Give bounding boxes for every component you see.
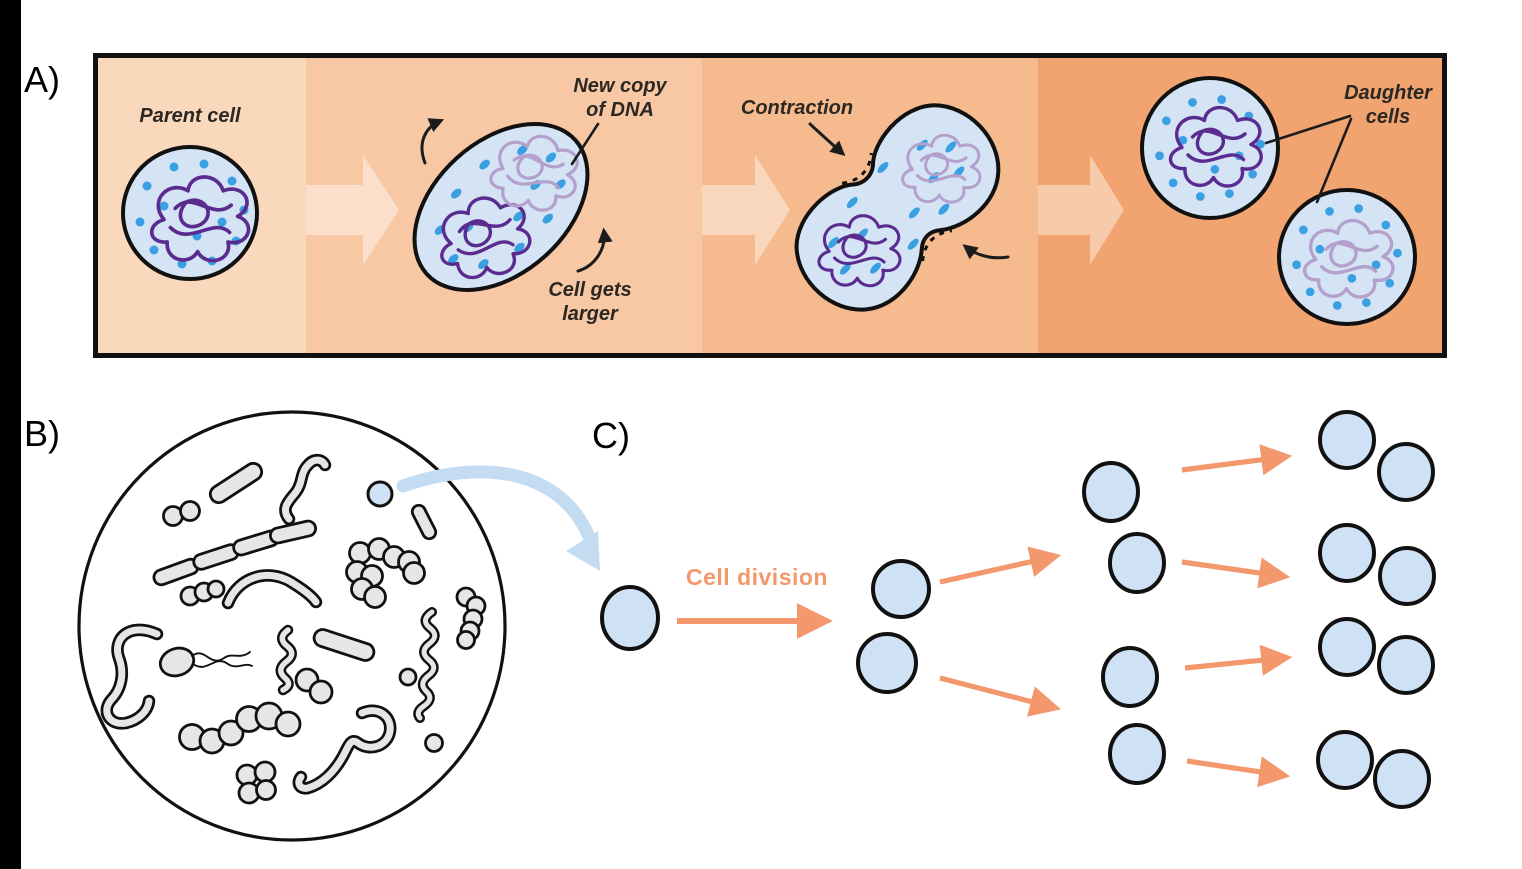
- division-arrow-icon: [1181, 444, 1293, 476]
- step-arrow-icon: [702, 155, 790, 265]
- gen4-cell: [1378, 546, 1436, 606]
- gen3-cell: [1101, 646, 1159, 708]
- gen2-cell: [871, 559, 931, 619]
- s-shaped-filament-icon: [292, 704, 397, 795]
- contraction-label: Contraction: [740, 97, 854, 119]
- flagellated-bacterium-icon: [158, 646, 253, 678]
- daughter-cell-bottom: [1277, 188, 1417, 326]
- streptobacillus-chain-icon: [152, 519, 318, 587]
- single-coccus-icon: [398, 667, 418, 687]
- cocci-chain-icon: [179, 579, 226, 607]
- gen3-cell: [1108, 532, 1166, 594]
- elongating-cell: [412, 121, 590, 293]
- gen3-cell: [1082, 461, 1140, 523]
- division-arrow-icon: [1186, 756, 1291, 788]
- daughter-leader-line: [1315, 117, 1353, 204]
- panel-a-label: A): [24, 59, 60, 100]
- panel-c-label: C): [592, 415, 630, 456]
- cocci-chain-icon: [455, 586, 487, 650]
- highlighted-cell: [366, 480, 394, 508]
- daughter-leader-line: [1264, 114, 1352, 145]
- panel-c-division-tree: [600, 410, 1436, 809]
- gen2-cell: [856, 632, 918, 694]
- contraction-pointer-arrow-icon: [808, 122, 846, 156]
- new-copy-of-dna-label: New copy of DNA: [573, 74, 666, 122]
- tetrad-cocci-icon: [235, 760, 277, 805]
- parent-cell: [121, 145, 259, 281]
- rod-bacterium-icon: [410, 503, 438, 541]
- gen4-cell: [1316, 730, 1374, 790]
- single-coccus-icon: [424, 733, 444, 753]
- gen3-cell: [1108, 723, 1166, 785]
- division-arrow-icon: [939, 546, 1062, 585]
- cocci-pair-icon: [162, 500, 201, 527]
- step-arrow-icon: [306, 155, 399, 265]
- gen4-cell: [1318, 410, 1376, 470]
- rod-bacterium-icon: [312, 628, 376, 662]
- cell-gets-line1: Cell gets: [548, 279, 632, 301]
- panel-a-fission-strip: [93, 53, 1447, 358]
- daughter-cells-label: Daughter cells: [1344, 81, 1432, 129]
- streptococci-chain-icon: [178, 701, 302, 755]
- gen1-cell: [600, 585, 660, 651]
- gen4-cell: [1373, 749, 1431, 809]
- cell-gets-line2: larger: [562, 303, 618, 325]
- panel-b-microbe-field: [77, 410, 600, 842]
- new-copy-leader-line: [570, 122, 600, 166]
- parent-cell-label: Parent cell: [139, 105, 241, 127]
- gen4-cell: [1377, 635, 1435, 695]
- contracting-cell: [794, 103, 1001, 312]
- division-arrow-icon: [939, 675, 1062, 717]
- division-arrow-icon: [1181, 557, 1291, 589]
- daughter-cell-top: [1140, 76, 1280, 220]
- step-arrow-icon: [1038, 155, 1124, 265]
- vibrio-curve-icon: [221, 569, 323, 610]
- division-arrow-icon: [1184, 644, 1293, 676]
- rod-bacterium-icon: [208, 461, 264, 505]
- spirochete-icon: [275, 624, 297, 696]
- left-black-bar: [0, 0, 21, 869]
- contraction-dash-line: [841, 152, 873, 185]
- contraction-side-arrow-icon: [962, 244, 1010, 260]
- rotation-arrow-icon: [420, 118, 445, 165]
- zoom-out-arrow-icon: [396, 465, 600, 571]
- panel-a-border: [93, 53, 1447, 358]
- spirochete-icon: [413, 607, 440, 723]
- daughter-line2: cells: [1365, 106, 1411, 128]
- cell-gets-larger-label: Cell gets larger: [548, 278, 631, 326]
- gen4-cell: [1318, 523, 1376, 583]
- gen4-cell: [1318, 617, 1376, 677]
- contraction-dash-line: [921, 229, 953, 262]
- cell-division-label: Cell division: [686, 564, 828, 590]
- new-copy-line1: New copy: [573, 75, 667, 97]
- rotation-arrow-icon: [576, 227, 613, 273]
- curved-filament-icon: [100, 623, 164, 730]
- gen4-cell: [1377, 442, 1435, 502]
- staphylococci-cluster-icon: [345, 537, 426, 609]
- cocci-pair-icon: [294, 667, 334, 705]
- spirillum-icon: [279, 453, 332, 526]
- panel-b-label: B): [24, 413, 60, 454]
- new-copy-line2: of DNA: [586, 99, 654, 121]
- daughter-line1: Daughter: [1344, 82, 1432, 104]
